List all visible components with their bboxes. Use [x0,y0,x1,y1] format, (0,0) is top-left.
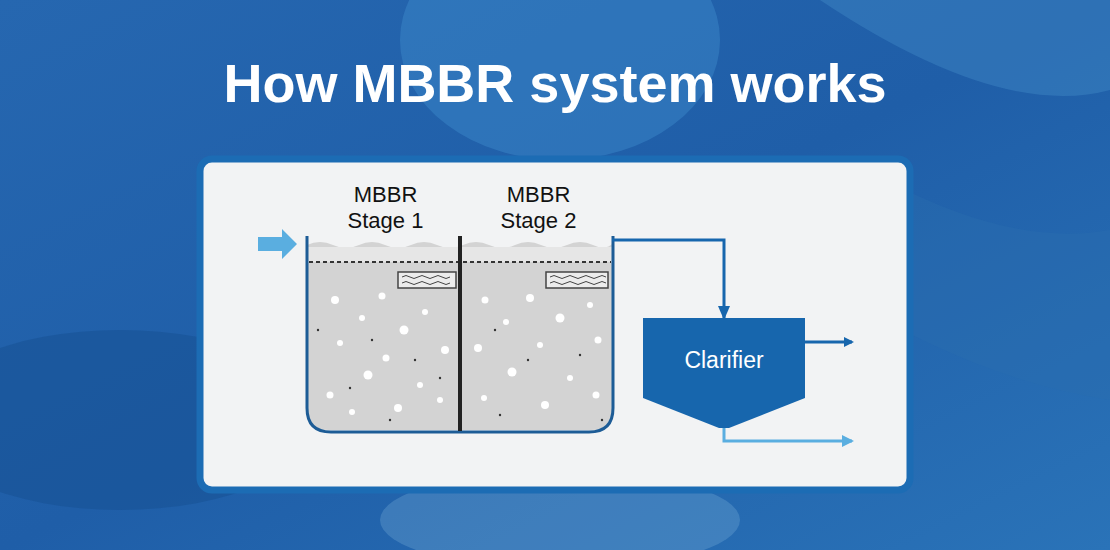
reactor-stage: MBBR Stage 2 [462,236,612,430]
reactor-stage: MBBR Stage 1 [309,236,459,430]
clarifier-outline [643,318,805,428]
clarifier-tank: Clarifier [643,318,805,430]
stage-label: MBBR Stage 1 [289,182,482,234]
flow-pipe [612,240,724,318]
stage-label: MBBR Stage 2 [442,182,635,234]
clarifier-shape [643,318,805,430]
unit-label: Clarifier [643,346,805,374]
diagram-title: How MBBR system works [0,50,1110,116]
